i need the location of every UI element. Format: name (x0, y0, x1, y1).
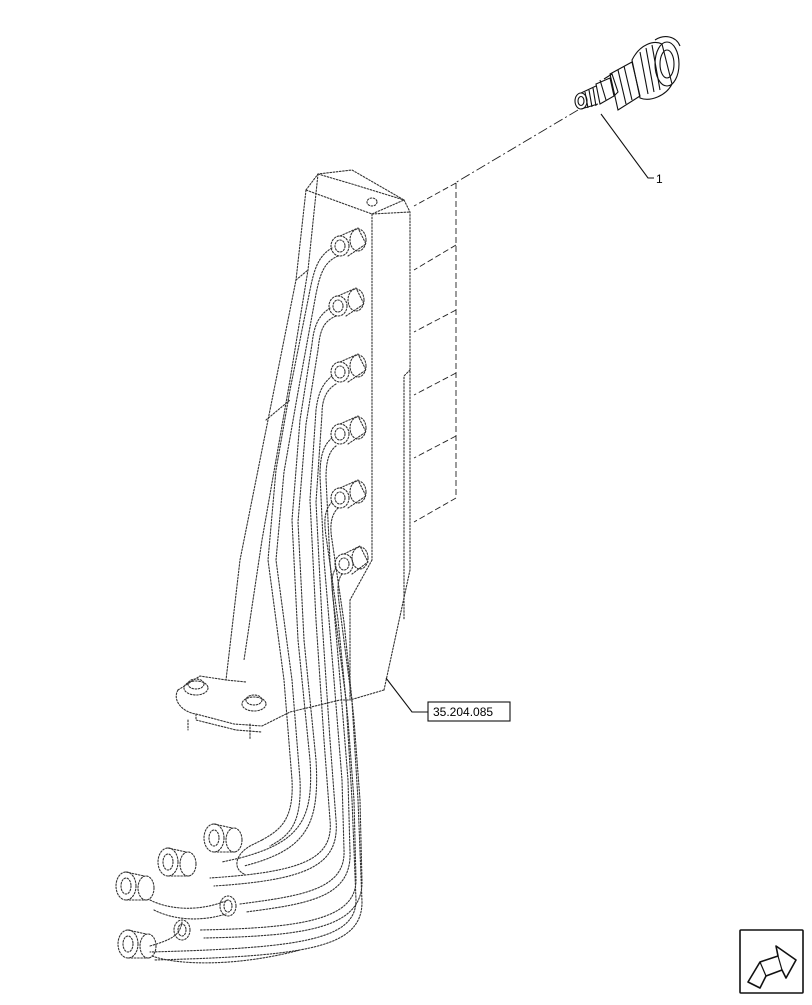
block-port-fittings (328, 227, 369, 575)
reference-callout[interactable]: 35.204.085 (427, 701, 511, 722)
port-guide-lines (413, 182, 457, 523)
center-line (454, 109, 579, 184)
item-1-leader (600, 113, 654, 179)
item-1-label: 1 (656, 172, 663, 186)
reference-leader (385, 677, 428, 713)
valve-block-bracket (175, 169, 411, 741)
bent-arrow-icon[interactable] (739, 929, 804, 994)
quick-coupler-fitting (574, 36, 681, 111)
reference-box (427, 701, 511, 722)
lower-port-fittings (115, 823, 301, 964)
hydraulic-tubes (149, 247, 363, 961)
reference-label: 35.204.085 (433, 705, 493, 719)
